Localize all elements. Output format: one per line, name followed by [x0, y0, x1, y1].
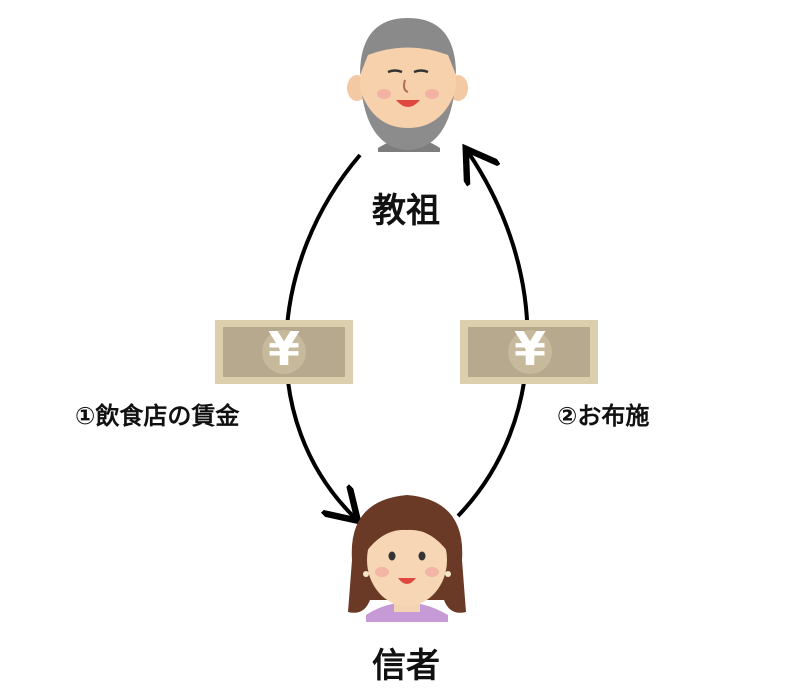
- guru-label: 教祖: [372, 191, 440, 231]
- believer-illustration: [348, 495, 466, 622]
- believer-mouth: [398, 578, 416, 584]
- believer-face: [367, 514, 447, 606]
- banknote-left: [215, 320, 353, 384]
- guru-hair: [360, 18, 456, 75]
- banknote-right: [460, 320, 598, 384]
- wage-edge-label: ①飲食店の賃金: [75, 402, 240, 430]
- believer-shoulders: [366, 602, 448, 622]
- guru-face: [360, 30, 456, 134]
- believer-label: 信者: [372, 646, 440, 686]
- yen-symbol-left: ¥: [267, 322, 300, 376]
- believer-bangs: [366, 505, 448, 552]
- guru-beard: [362, 95, 454, 150]
- yen-symbol-right: ¥: [513, 322, 546, 376]
- guru-illustration: [347, 18, 468, 152]
- donation-edge-label: ②お布施: [557, 402, 650, 430]
- guru-mouth: [396, 100, 420, 107]
